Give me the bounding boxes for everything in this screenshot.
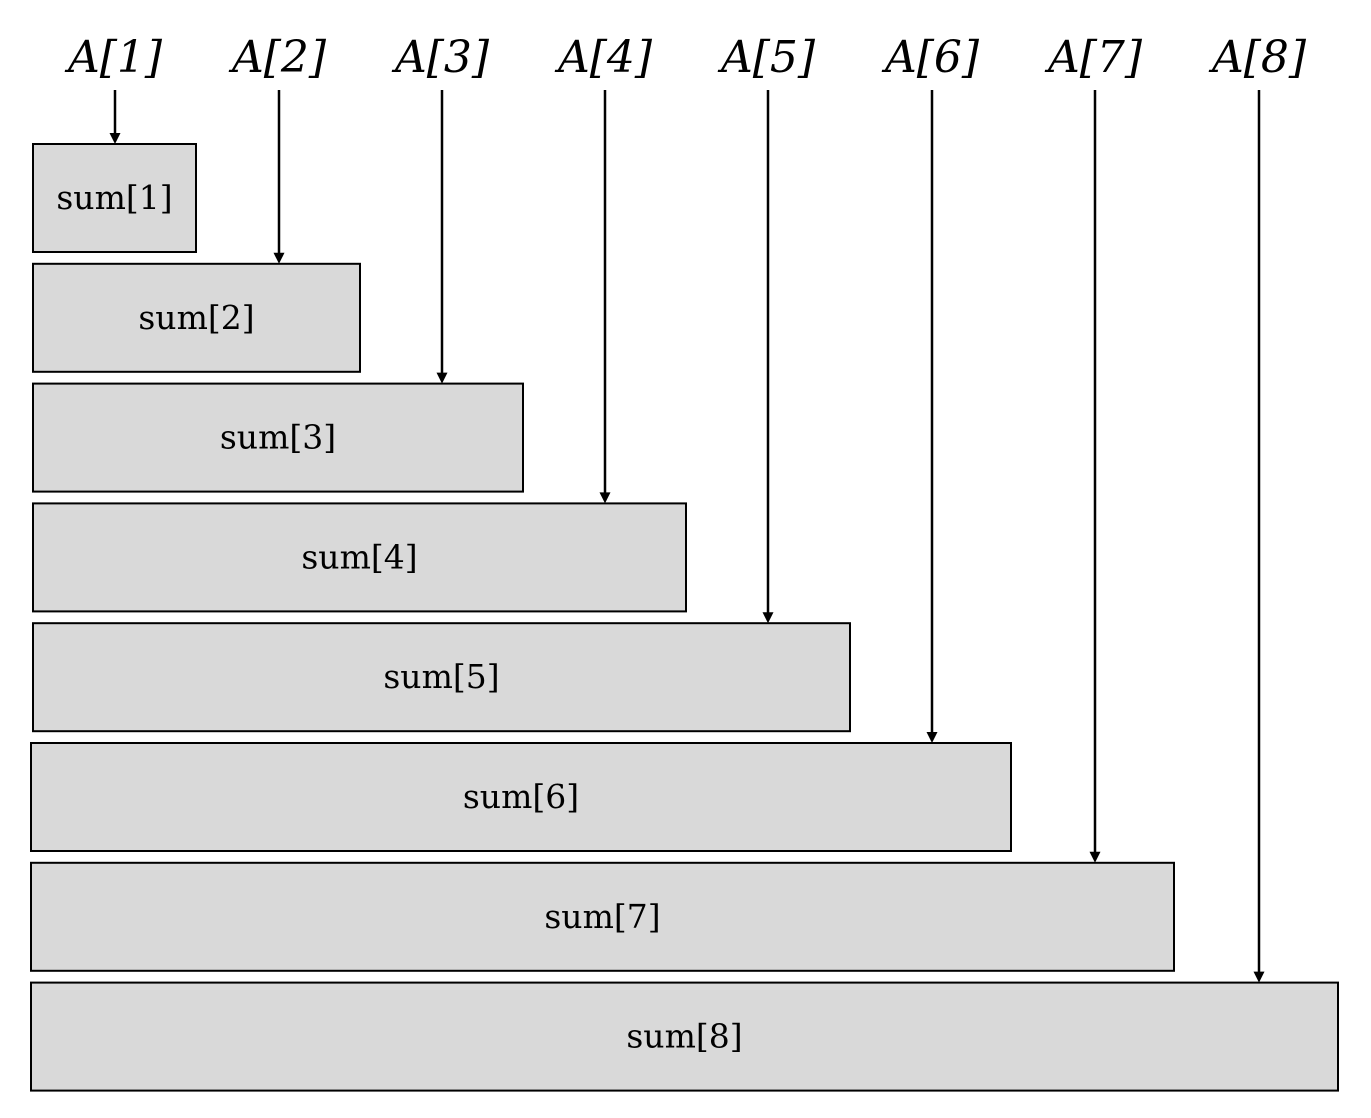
input-label-2: A[2] — [228, 32, 327, 83]
arrow-A5-to-sum5 — [762, 90, 774, 624]
input-label-8: A[8] — [1208, 32, 1307, 83]
arrow-head — [1089, 851, 1101, 863]
arrow-head — [1253, 971, 1265, 983]
sum-box-rect — [32, 262, 361, 373]
sum-box-label: sum[3] — [220, 418, 336, 457]
arrow-head — [109, 133, 121, 144]
arrow-A1-to-sum1 — [109, 90, 121, 144]
sum-box-6: sum[6] — [30, 742, 1012, 852]
sum-box-4: sum[4] — [32, 502, 687, 613]
sum-box-label: sum[7] — [544, 897, 660, 936]
arrow-A3-to-sum3 — [436, 90, 448, 384]
input-label-7: A[7] — [1044, 32, 1143, 83]
arrow-head — [926, 732, 938, 743]
sum-box-7: sum[7] — [30, 861, 1175, 972]
arrows — [109, 90, 1265, 983]
input-labels: A[1] A[2] A[3] A[4] A[5] A[6] A[7] A[8] — [64, 32, 1307, 83]
sum-box-1: sum[1] — [32, 143, 197, 253]
arrow-A6-to-sum6 — [926, 90, 938, 743]
input-label-4: A[4] — [554, 32, 653, 83]
sum-box-rect — [30, 742, 1012, 852]
input-label-3: A[3] — [391, 32, 490, 83]
arrow-head — [436, 372, 448, 384]
arrow-head — [599, 492, 611, 504]
sum-box-rect — [32, 622, 851, 733]
arrow-A2-to-sum2 — [273, 90, 285, 264]
sum-box-rect — [32, 143, 197, 253]
sum-box-5: sum[5] — [32, 622, 851, 733]
sum-box-label: sum[4] — [301, 537, 417, 576]
arrow-A4-to-sum4 — [599, 90, 611, 504]
sum-box-2: sum[2] — [32, 262, 361, 373]
sum-box-label: sum[2] — [138, 298, 254, 337]
input-label-6: A[6] — [881, 32, 980, 83]
sum-box-rect — [32, 382, 524, 493]
arrow-head — [273, 252, 285, 264]
input-label-1: A[1] — [64, 32, 163, 83]
sum-box-label: sum[5] — [383, 657, 499, 696]
sum-box-label: sum[8] — [626, 1017, 742, 1056]
sum-box-label: sum[1] — [56, 178, 172, 217]
sum-box-3: sum[3] — [32, 382, 524, 493]
sum-box-label: sum[6] — [463, 777, 579, 816]
sum-box-8: sum[8] — [30, 981, 1339, 1092]
arrow-A7-to-sum7 — [1089, 90, 1101, 863]
arrow-A8-to-sum8 — [1253, 90, 1265, 983]
input-label-5: A[5] — [717, 32, 816, 83]
arrow-head — [762, 612, 774, 624]
sum-boxes: sum[1] sum[2] sum[3] sum[4] sum[5] sum[6] sum[… — [30, 143, 1339, 1092]
sum-box-rect — [30, 981, 1339, 1092]
sum-box-rect — [32, 502, 687, 613]
sum-box-rect — [30, 861, 1175, 972]
